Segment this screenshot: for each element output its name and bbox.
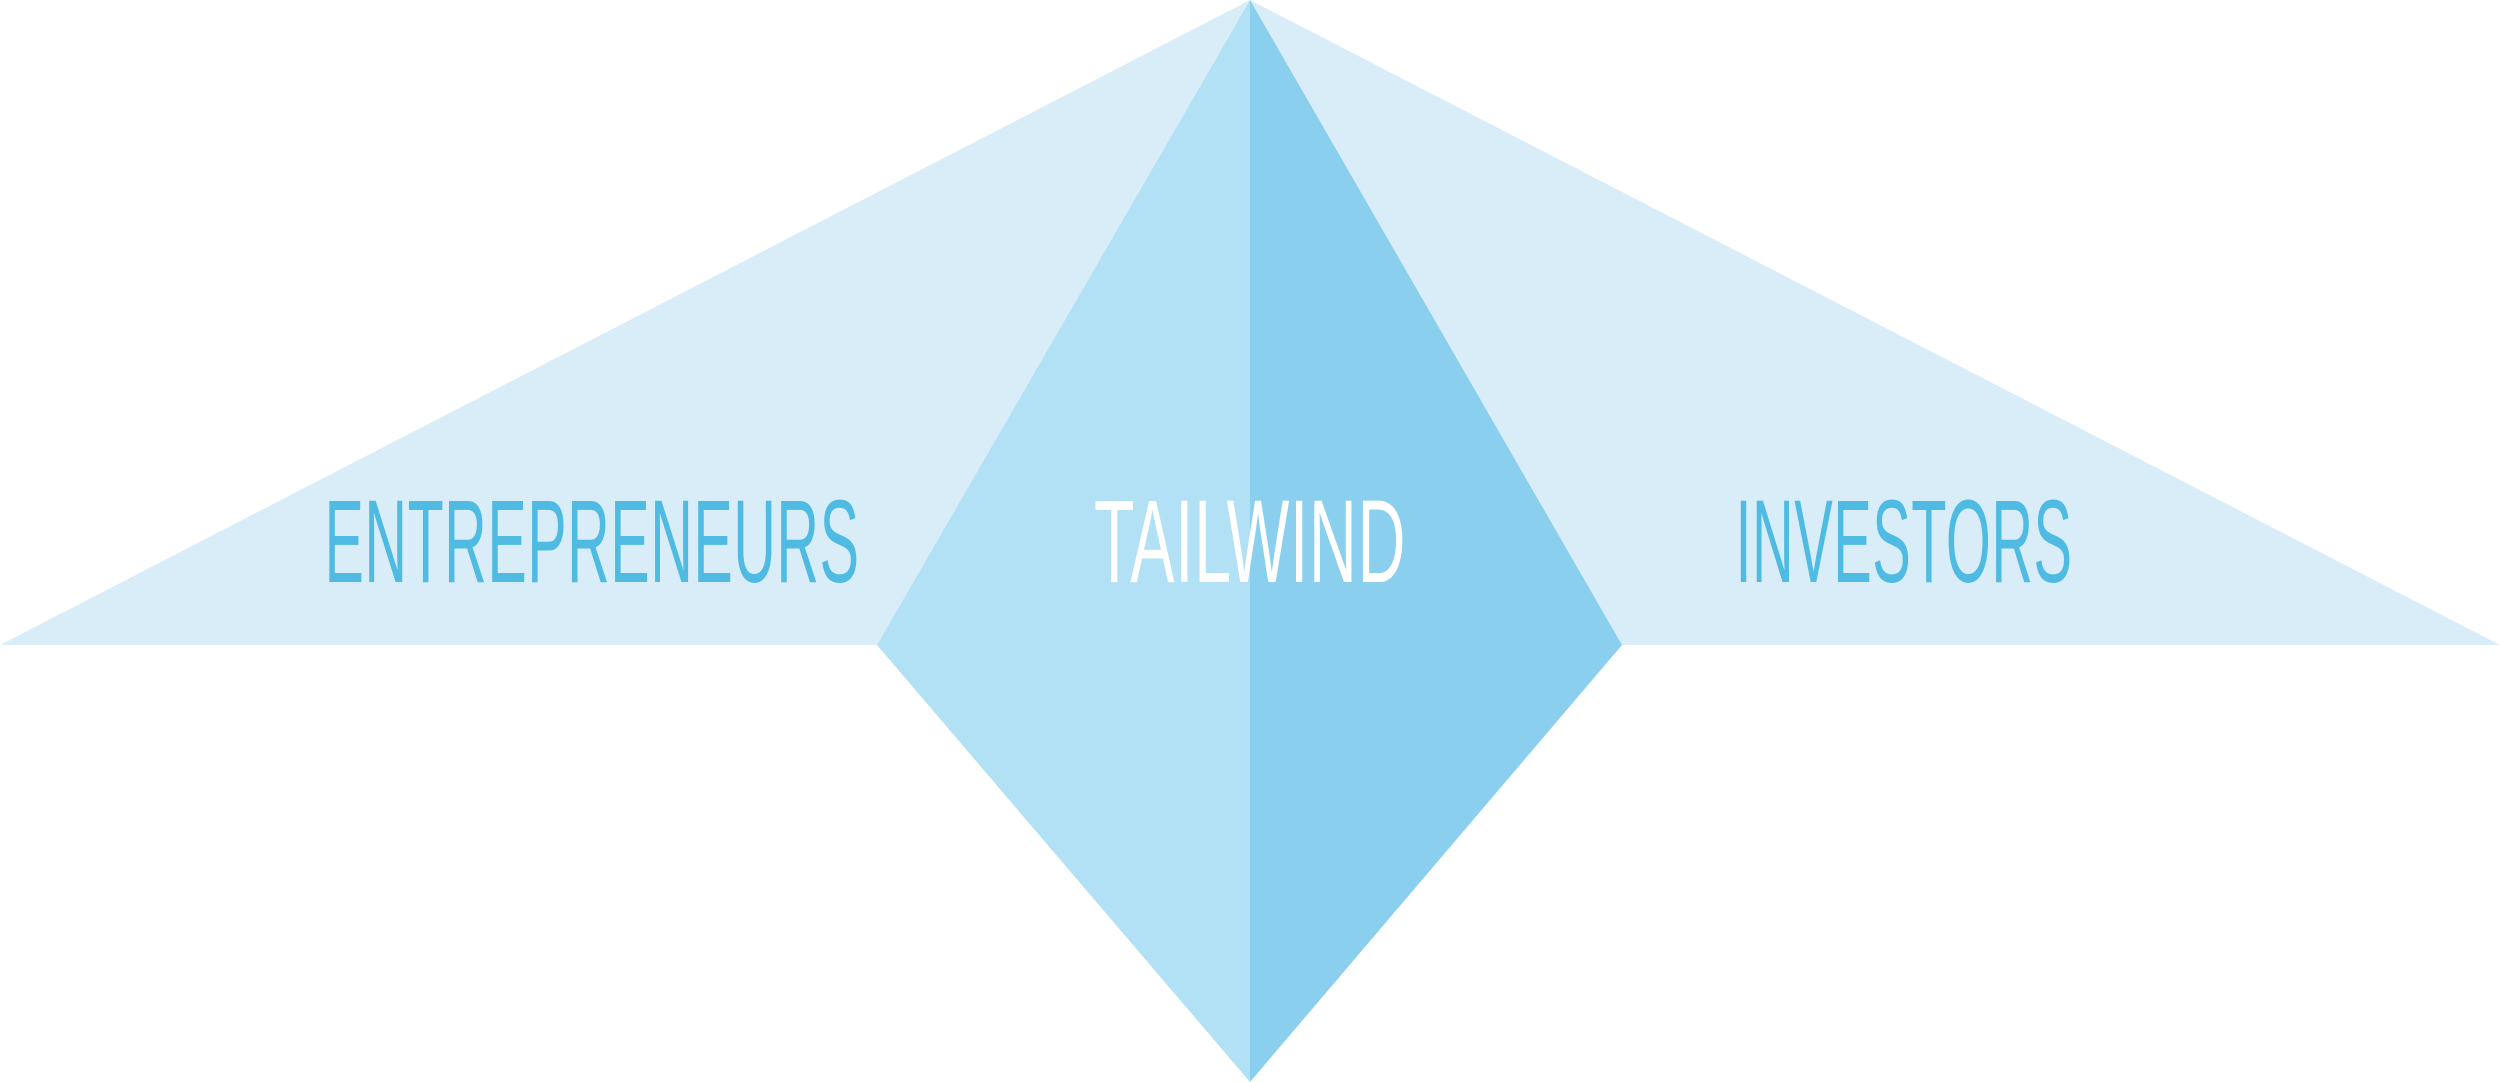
tailwind-facet-left	[877, 0, 1250, 1082]
entrepreneurs-label: ENTREPRENEURS	[325, 476, 860, 608]
investors-wing	[1250, 0, 2500, 645]
entrepreneurs-wing	[0, 0, 1250, 645]
tailwind-facet-right	[1250, 0, 1622, 1082]
tailwind-label: TAILWIND	[1094, 476, 1406, 608]
investors-label: INVESTORS	[1736, 476, 2073, 608]
